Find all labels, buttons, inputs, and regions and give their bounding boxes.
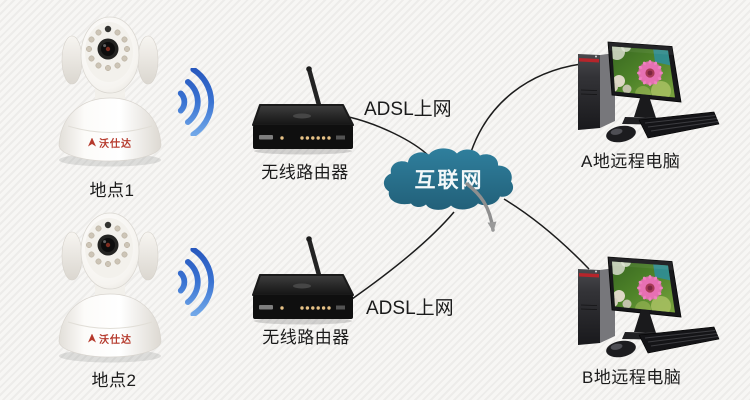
desktop-computer-icon <box>565 28 720 150</box>
ip-camera-site2: 沃仕达 <box>55 204 165 368</box>
wifi-signal-icon <box>170 68 216 136</box>
wireless-router-icon <box>252 64 354 156</box>
line-cloud-to-router2 <box>351 211 455 300</box>
router1-label: 无线路由器 <box>261 163 349 182</box>
computer-a-label: A地远程电脑 <box>581 152 681 171</box>
internet-cloud-label: 互联网 <box>414 168 484 192</box>
line-cloud-to-computer-a <box>470 63 582 153</box>
remote-computer-b <box>565 243 720 365</box>
wifi-signal-site1 <box>170 68 216 136</box>
camera-brand: 沃仕达 <box>55 135 165 150</box>
wifi-signal-icon <box>170 248 216 316</box>
desktop-computer-icon <box>565 243 720 365</box>
wireless-router-site2 <box>252 234 354 326</box>
wireless-router-icon <box>252 234 354 326</box>
site1-location-label: 地点1 <box>89 181 135 200</box>
site2-location-label: 地点2 <box>91 371 137 390</box>
camera-brand: 沃仕达 <box>55 331 165 346</box>
computer-b-label: B地远程电脑 <box>582 368 682 387</box>
remote-computer-a <box>565 28 720 150</box>
internet-cloud: 互联网 <box>383 146 515 217</box>
camera-brand-logo-icon <box>88 333 96 343</box>
adsl-uplink-label-1: ADSL上网 <box>364 99 452 120</box>
line-router1-to-cloud <box>348 116 430 157</box>
camera-brand-logo-icon <box>88 137 96 147</box>
line-cloud-to-computer-b <box>503 198 590 270</box>
router2-label: 无线路由器 <box>262 328 350 347</box>
ip-camera-site1: 沃仕达 <box>55 8 165 172</box>
adsl-uplink-label-2: ADSL上网 <box>366 298 454 319</box>
camera-brand-text: 沃仕达 <box>99 138 132 150</box>
camera-brand-text: 沃仕达 <box>99 334 132 346</box>
wireless-router-site1 <box>252 64 354 156</box>
wifi-signal-site2 <box>170 248 216 316</box>
